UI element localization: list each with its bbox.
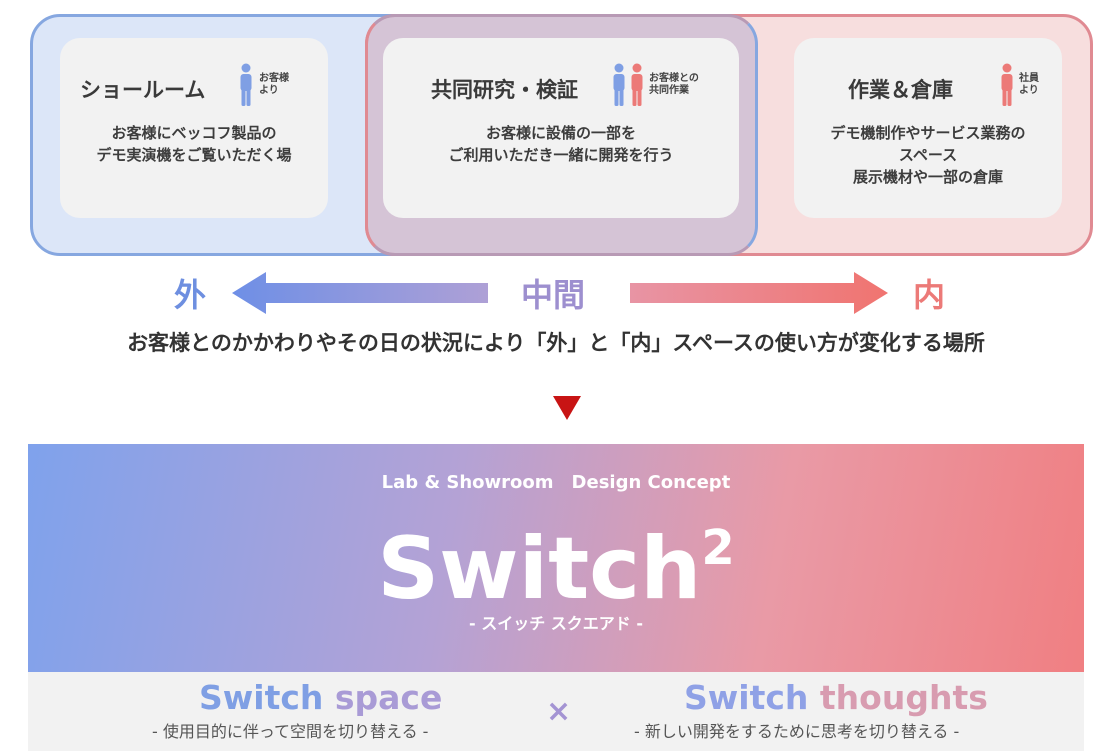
joint-desc-line2: ご利用いただき一緒に開発を行う [448, 146, 674, 164]
switch-space-word-a: Switch [199, 678, 324, 717]
switch-thoughts-word-b: thoughts [808, 678, 988, 717]
concept-title-superscript: 2 [701, 520, 735, 576]
showroom-desc-line1: お客様にベッコフ製品の [111, 124, 277, 142]
switch-thoughts-title: Switch thoughts [684, 678, 988, 717]
cross-icon: × [546, 694, 572, 729]
right-arrow-icon [630, 272, 888, 314]
showroom-title: ショールーム [80, 78, 206, 102]
work-tag-line2: より [1019, 85, 1039, 96]
showroom-tag: お客様 より [259, 73, 289, 97]
work-tag-line1: 社員 [1019, 73, 1039, 84]
switch-thoughts-subtitle: - 新しい開発をするために思考を切り替える - [634, 722, 960, 741]
concept-banner: Lab & Showroom Design Concept Switch2 - … [28, 444, 1084, 672]
concept-reading: - スイッチ スクエアド - [469, 614, 643, 633]
concept-statement: お客様とのかかわりやその日の状況により「外」と「内」スペースの使い方が変化する場… [127, 331, 985, 355]
joint-research-card: 共同研究・検証 お客様との 共同作業 お客様に設備の一部を ご利用いただき一緒に… [383, 38, 739, 218]
staff-person-icon [1001, 63, 1013, 106]
switch-thoughts-word-a: Switch [684, 678, 809, 717]
left-arrow-icon [232, 272, 488, 314]
work-desc-line2: スペース [898, 146, 958, 164]
down-triangle-icon [553, 396, 581, 420]
inside-label: 内 [913, 276, 946, 314]
concept-title: Switch2 [28, 498, 1084, 619]
showroom-tag-line2: より [259, 85, 279, 96]
work-desc-line1: デモ機制作やサービス業務の [830, 124, 1026, 142]
switch-space-subtitle: - 使用目的に伴って空間を切り替える - [152, 722, 429, 741]
joint-desc-line1: お客様に設備の一部を [485, 124, 636, 142]
staff-person-icon [631, 63, 643, 106]
customer-person-icon [240, 63, 252, 106]
joint-tag-line1: お客様との [649, 73, 699, 84]
showroom-desc-line2: デモ実演機をご覧いただく場 [96, 146, 292, 164]
switch-space-word-b: space [323, 678, 443, 717]
customer-person-icon [613, 63, 625, 106]
joint-research-title: 共同研究・検証 [431, 78, 578, 102]
work-warehouse-tag: 社員 より [1019, 73, 1039, 97]
work-warehouse-card: 作業＆倉庫 社員 より デモ機制作やサービス業務の スペース 展示機材や一部の倉… [794, 38, 1062, 218]
switch-space-title: Switch space [199, 678, 442, 717]
showroom-card: ショールーム お客様 より お客様にベッコフ製品の デモ実演機をご覧いただく場 [60, 38, 328, 218]
showroom-tag-line1: お客様 [259, 73, 289, 84]
work-warehouse-description: デモ機制作やサービス業務の スペース 展示機材や一部の倉庫 [794, 122, 1062, 188]
bottom-band: Switch space - 使用目的に伴って空間を切り替える - × Swit… [28, 672, 1084, 751]
work-desc-line3: 展示機材や一部の倉庫 [852, 168, 1003, 186]
middle-label: 中間 [521, 276, 586, 314]
direction-arrows [232, 272, 888, 314]
concept-subtitle: Lab & Showroom Design Concept [381, 472, 731, 493]
joint-tag-line2: 共同作業 [649, 85, 689, 96]
joint-research-description: お客様に設備の一部を ご利用いただき一緒に開発を行う [383, 122, 739, 166]
work-warehouse-title: 作業＆倉庫 [848, 78, 953, 102]
concept-title-text: Switch [377, 519, 702, 619]
outside-label: 外 [174, 276, 207, 314]
showroom-description: お客様にベッコフ製品の デモ実演機をご覧いただく場 [60, 122, 328, 166]
joint-research-tag: お客様との 共同作業 [649, 73, 699, 97]
